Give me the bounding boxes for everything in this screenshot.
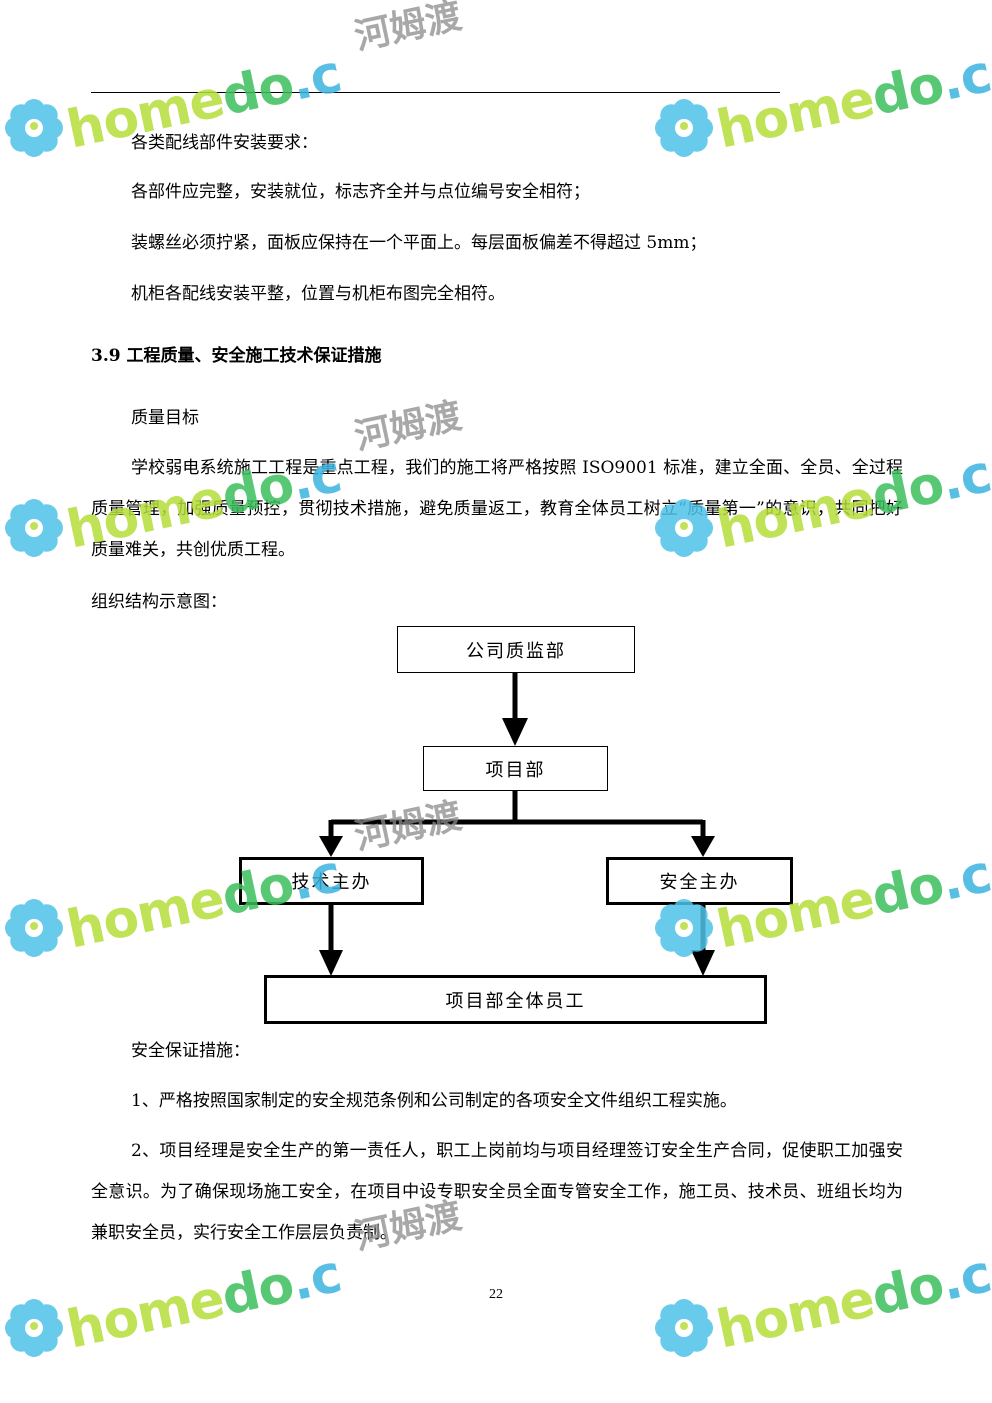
safety-measure-1: 1、严格按照国家制定的安全规范条例和公司制定的各项安全文件组织工程实施。 [131, 1091, 737, 1111]
arrowhead-bottom-right [691, 950, 715, 976]
org-chart-label: 组织结构示意图： [91, 592, 227, 612]
paragraph-screws-panels: 装螺丝必须拧紧，面板应保持在一个平面上。每层面板偏差不得超过 5mm； [131, 233, 707, 253]
org-box-all-staff: 项目部全体员工 [264, 975, 767, 1024]
org-box-safety-lead: 安全主办 [606, 857, 793, 905]
paragraph-cabinet-wiring: 机柜各配线安装平整，位置与机柜布图完全相符。 [131, 284, 505, 304]
org-box-technical-lead: 技术主办 [239, 857, 424, 905]
section-heading: 3.9 工程质量、安全施工技术保证措施 [91, 346, 382, 366]
org-box-project-department: 项目部 [423, 746, 608, 791]
header-rule [91, 92, 780, 93]
arrowhead-right [691, 836, 715, 857]
safety-measure-2: 2、项目经理是安全生产的第一责任人，职工上岗前均与项目经理签订安全生产合同，促使… [91, 1141, 903, 1243]
arrowhead-left [319, 836, 343, 857]
arrowhead-middle [502, 718, 528, 746]
quality-target-title: 质量目标 [131, 408, 199, 428]
page-number: 22 [489, 1287, 503, 1302]
org-box-quality-department: 公司质监部 [397, 626, 635, 673]
paragraph-wiring-requirements: 各类配线部件安装要求： [131, 133, 318, 153]
safety-measures-title: 安全保证措施： [131, 1041, 250, 1061]
paragraph-components-complete: 各部件应完整，安装就位，标志齐全并与点位编号安全相符； [131, 182, 590, 202]
arrowhead-bottom-left [319, 950, 343, 976]
